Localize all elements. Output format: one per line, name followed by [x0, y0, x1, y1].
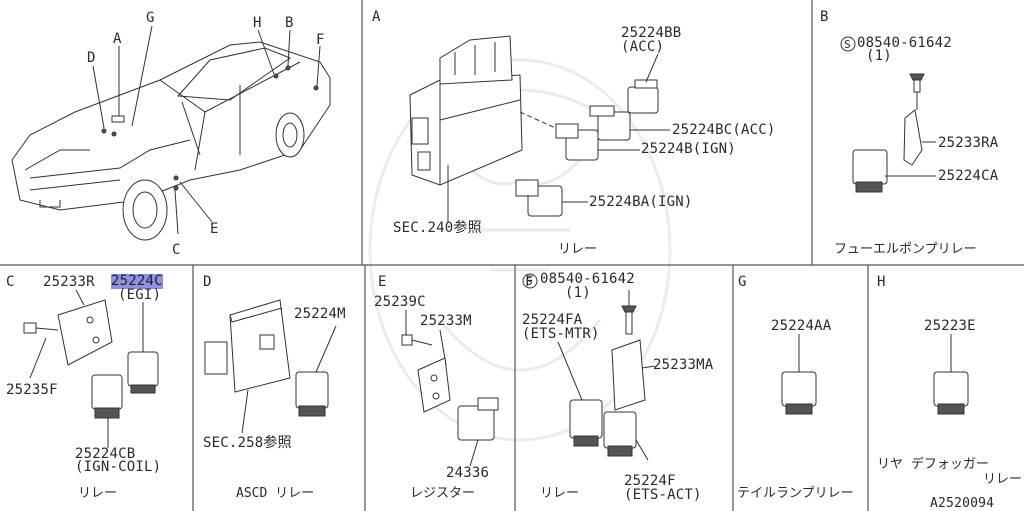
- part-25224m: 25224M: [294, 306, 346, 322]
- bolt-qty-f: (1): [565, 285, 591, 301]
- bolt-08540-61642-b: 08540-61642: [857, 35, 952, 51]
- panel-d-caption: ASCD リレー: [236, 486, 315, 501]
- sec-240-ref: SEC.240参照: [393, 220, 482, 236]
- part-24336: 24336: [446, 465, 490, 481]
- panel-a-drawing: [409, 35, 670, 222]
- panel-d-drawing: [204, 299, 337, 434]
- callout-f: F: [316, 32, 325, 48]
- callout-c: C: [172, 242, 181, 258]
- watermark: [368, 58, 672, 442]
- panel-h-caption-line2: リレー: [983, 472, 1023, 487]
- panel-a-caption: リレー: [558, 242, 598, 257]
- callout-b: B: [285, 15, 294, 31]
- bolt-s-symbol-f: S: [526, 275, 533, 288]
- part-25224bc: 25224BC(ACC): [672, 122, 776, 138]
- callout-d: D: [87, 50, 96, 66]
- part-25233r: 25233R: [43, 274, 95, 290]
- part-25224b: 25224B(IGN): [641, 141, 736, 157]
- panel-f-drawing: [522, 273, 656, 461]
- part-25224cb-note: (IGN-COIL): [75, 459, 162, 475]
- bolt-qty-b: (1): [866, 48, 892, 64]
- panel-a-letter: A: [372, 9, 381, 25]
- panel-h-caption-line1: リヤ デフォッガー: [877, 457, 989, 472]
- panel-e-caption: レジスター: [410, 486, 476, 501]
- part-25239c: 25239C: [374, 294, 426, 310]
- part-25224fa: 25224FA: [522, 312, 583, 328]
- part-25224aa: 25224AA: [771, 318, 832, 334]
- part-25224f-note: (ETS-ACT): [624, 487, 702, 503]
- part-25224cb: 25224CB: [75, 446, 136, 462]
- part-25233m: 25233M: [420, 313, 472, 329]
- panel-c-drawing: [23, 289, 159, 448]
- part-25223e: 25223E: [924, 318, 976, 334]
- panel-b-drawing: [840, 36, 936, 193]
- panel-d-letter: D: [203, 274, 212, 290]
- part-25235f: 25235F: [6, 382, 58, 398]
- panel-e-letter: E: [378, 274, 387, 290]
- relay-25224ba: [515, 179, 563, 217]
- panel-c-letter: C: [6, 274, 15, 290]
- panel-e-drawing: [401, 310, 499, 467]
- panel-h-letter: H: [877, 274, 886, 290]
- part-25224ca: 25224CA: [938, 168, 999, 184]
- panel-h-drawing: [933, 334, 969, 415]
- panel-g-drawing: [781, 334, 817, 415]
- relay-25224b: [555, 123, 599, 161]
- panel-f-caption: リレー: [540, 486, 580, 501]
- callout-g: G: [146, 10, 155, 26]
- panel-b-letter: B: [820, 9, 829, 25]
- panel-g-letter: G: [738, 274, 747, 290]
- part-25224bb: 25224BB: [621, 25, 682, 41]
- part-25224c-note: (EGI): [118, 287, 162, 303]
- bolt-08540-61642-f: 08540-61642: [540, 271, 635, 287]
- part-25224bb-note: (ACC): [621, 39, 665, 55]
- callout-a: A: [113, 31, 122, 47]
- panel-b-caption: フューエルポンプリレー: [834, 242, 977, 257]
- callout-h: H: [253, 15, 262, 31]
- part-25224ba: 25224BA(IGN): [589, 194, 693, 210]
- part-25224c-highlighted: 25224C: [111, 273, 163, 289]
- panel-f-letter: F: [525, 274, 534, 290]
- figure-id: A2520094: [930, 496, 995, 511]
- panel-c-caption: リレー: [78, 486, 118, 501]
- part-25224fa-note: (ETS-MTR): [522, 326, 600, 342]
- relay-25224bb: [627, 79, 659, 114]
- part-25224f: 25224F: [624, 473, 676, 489]
- car-illustration: [11, 25, 331, 241]
- callout-e: E: [210, 221, 219, 237]
- part-25233ra: 25233RA: [938, 135, 999, 151]
- bolt-s-symbol-b: S: [844, 38, 851, 51]
- panel-g-caption: テイルランプリレー: [737, 486, 854, 501]
- relay-25224bc: [589, 105, 631, 141]
- part-25233ma: 25233MA: [653, 357, 714, 373]
- sec-258-ref: SEC.258参照: [203, 435, 292, 451]
